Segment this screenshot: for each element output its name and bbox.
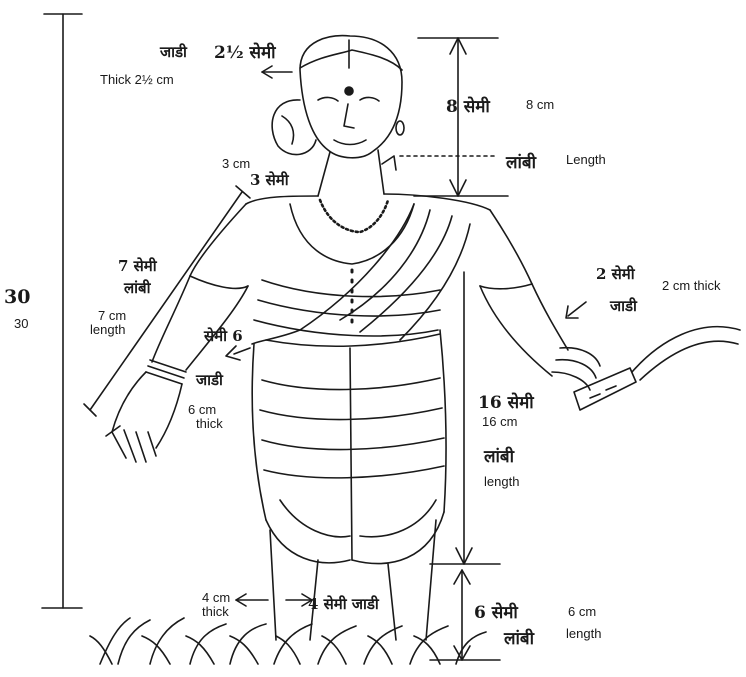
label-arm-thick: thick xyxy=(196,416,223,431)
label-total-30: 30 xyxy=(14,316,28,331)
hw-total-30: 30 xyxy=(4,286,30,308)
hair-thick-arrow xyxy=(262,66,292,78)
hw-2-semi: 2 सेमी xyxy=(596,264,635,284)
label-leg-length: length xyxy=(484,474,519,489)
head xyxy=(272,36,404,158)
label-head-8cm: 8 cm xyxy=(526,97,554,112)
hw-4-semi-jadi: 4 सेमी जाडी xyxy=(308,594,379,614)
label-arm-6cm: 6 cm xyxy=(188,402,216,417)
label-wrist-2cm-thick: 2 cm thick xyxy=(662,278,721,293)
hw-6-semi-foot: 6 सेमी xyxy=(474,600,518,623)
label-arm-7cm: 7 cm xyxy=(98,308,126,323)
head-length-arrow xyxy=(400,38,508,196)
label-ankle-4cm: 4 cm xyxy=(202,590,230,605)
hw-3-semi: 3 सेमी xyxy=(250,170,289,190)
hw-lambi-leg: लांबी xyxy=(484,444,514,467)
hw-jadi-arm: जाडी xyxy=(196,370,223,390)
label-thick-2-5cm: Thick 2½ cm xyxy=(100,72,174,87)
arm-thick-arrow xyxy=(226,346,250,360)
hw-lambi-head: लांबी xyxy=(506,150,536,173)
neck-arrow xyxy=(382,156,396,170)
hw-8-semi: 8 सेमी xyxy=(446,94,490,117)
arm-length-line xyxy=(84,186,250,416)
hw-lambi-arm: लांबी xyxy=(124,278,151,298)
hw-16-semi: 16 सेमी xyxy=(478,390,534,413)
hw-2-5-semi: 2½ सेमी xyxy=(214,40,276,63)
label-leg-16cm: 16 cm xyxy=(482,414,517,429)
label-ankle-thick: thick xyxy=(202,604,229,619)
hw-7-semi: 7 सेमी xyxy=(118,256,157,276)
label-head-length: Length xyxy=(566,152,606,167)
hw-lambi-foot: लांबी xyxy=(504,626,534,649)
label-foot-6cm: 6 cm xyxy=(568,604,596,619)
wrist-thick-arrow xyxy=(566,302,586,318)
hw-jadi-wrist: जाडी xyxy=(610,296,637,316)
label-foot-length: length xyxy=(566,626,601,641)
total-height-line xyxy=(42,14,82,608)
hw-6-semi-arm: सेमी 6 xyxy=(204,326,243,346)
label-neck-3cm: 3 cm xyxy=(222,156,250,171)
hw-jadi-top: जाडी xyxy=(160,42,187,62)
label-arm-length: length xyxy=(90,322,125,337)
